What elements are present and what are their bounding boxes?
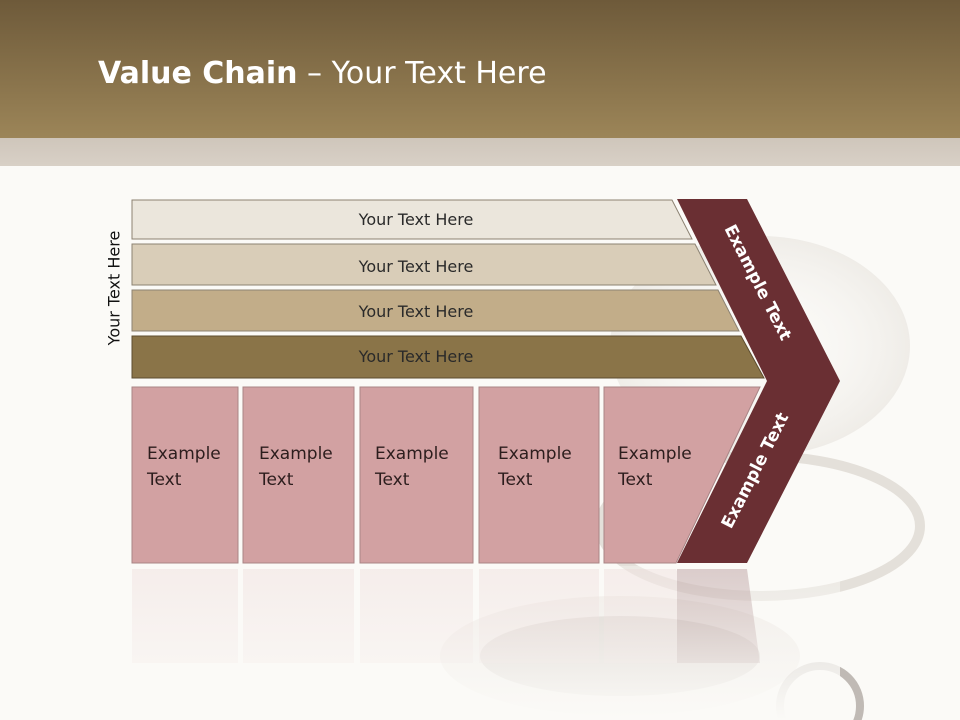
box-shape bbox=[478, 386, 600, 564]
box-0: Example Text bbox=[131, 386, 239, 564]
box-1: Example Text bbox=[242, 386, 355, 564]
box-line1: Example bbox=[147, 444, 221, 464]
header-bar bbox=[0, 0, 960, 138]
row-label: Your Text Here bbox=[358, 210, 474, 229]
box-line1: Example bbox=[498, 444, 572, 464]
box-line2: Text bbox=[146, 470, 182, 490]
box-4: Example Text bbox=[603, 386, 761, 564]
box-line2: Text bbox=[497, 470, 533, 490]
box-line1: Example bbox=[618, 444, 692, 464]
row-shape bbox=[131, 335, 765, 379]
title-bold: Value Chain bbox=[98, 56, 298, 91]
box-line2: Text bbox=[374, 470, 410, 490]
box-shape bbox=[242, 386, 355, 564]
row-shape bbox=[131, 199, 693, 240]
box-shape bbox=[131, 386, 239, 564]
row-0: Your Text Here bbox=[131, 199, 693, 240]
header-band bbox=[0, 138, 960, 166]
row-1: Your Text Here bbox=[131, 243, 717, 286]
row-shape bbox=[131, 289, 740, 332]
box-line1: Example bbox=[259, 444, 333, 464]
box-line1: Example bbox=[375, 444, 449, 464]
box-line2: Text bbox=[617, 470, 653, 490]
row-shape bbox=[131, 243, 717, 286]
row-label: Your Text Here bbox=[358, 347, 474, 366]
row-2: Your Text Here bbox=[131, 289, 740, 332]
reflection-fade bbox=[120, 566, 840, 720]
title-rest: – Your Text Here bbox=[297, 56, 547, 91]
row-label: Your Text Here bbox=[358, 302, 474, 321]
slide-title: Value Chain – Your Text Here bbox=[98, 56, 547, 91]
box-line2: Text bbox=[258, 470, 294, 490]
chevron-shape bbox=[677, 199, 840, 563]
row-label: Your Text Here bbox=[358, 257, 474, 276]
box-2: Example Text bbox=[359, 386, 474, 564]
box-shape bbox=[603, 386, 761, 564]
row-3: Your Text Here bbox=[131, 335, 765, 379]
box-3: Example Text bbox=[478, 386, 600, 564]
box-shape bbox=[359, 386, 474, 564]
